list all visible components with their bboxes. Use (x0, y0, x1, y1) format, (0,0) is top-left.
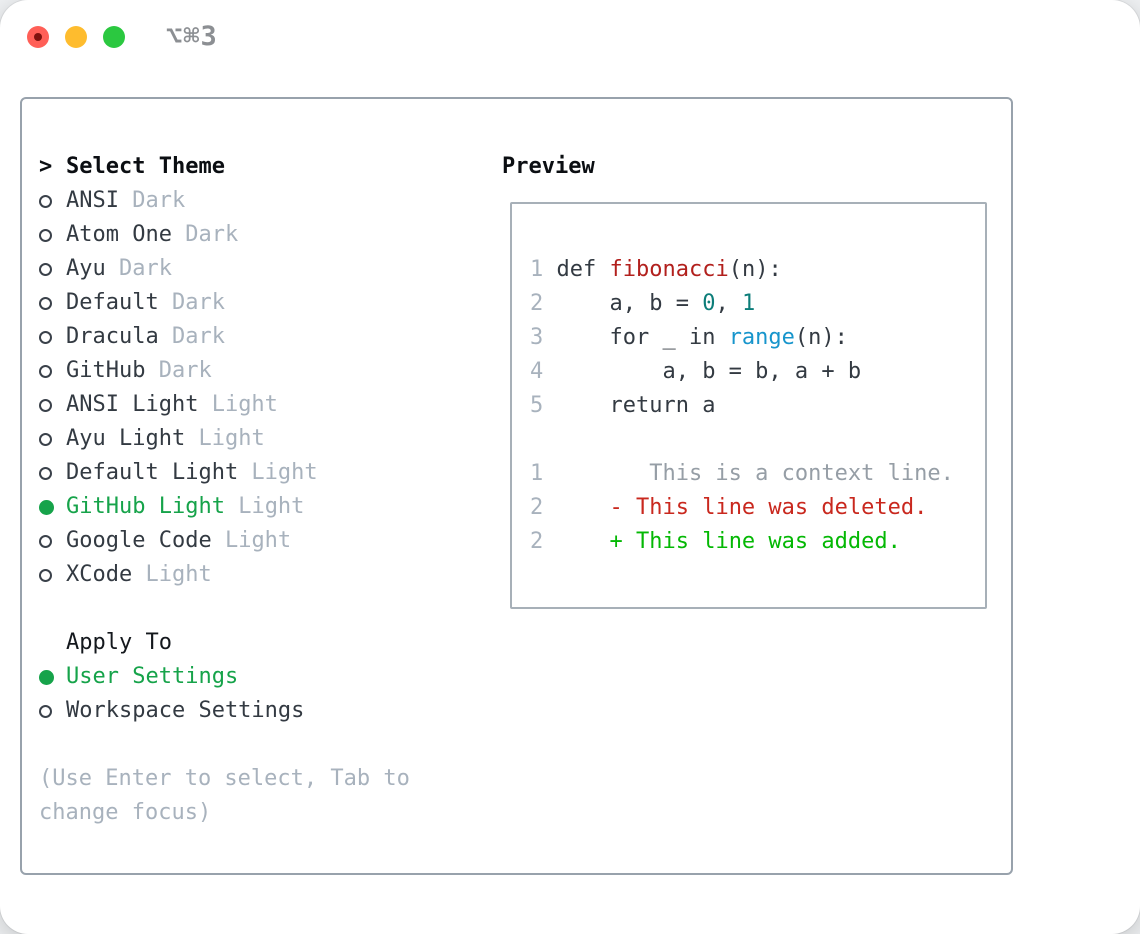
theme-option-atom-one[interactable]: Atom One Dark (39, 218, 479, 252)
option-label: Google Code (66, 528, 212, 553)
radio-icon (39, 704, 66, 718)
radio-icon (39, 466, 66, 480)
option-label: Ayu (66, 256, 106, 281)
code-line: 4 a, b = b, a + b (530, 359, 862, 384)
theme-option-ayu[interactable]: Ayu Dark (39, 252, 479, 286)
option-variant: Dark (158, 290, 225, 315)
radio-icon (39, 669, 66, 685)
code-line: 2 + This line was added. (530, 529, 901, 554)
close-modified-dot-icon (34, 33, 42, 41)
option-label: GitHub (66, 358, 146, 383)
theme-picker-panel: > Select Theme ANSI Dark Atom One Dark A… (20, 97, 1013, 875)
preview-box: 1 def fibonacci(n): 2 a, b = 0, 1 3 for _ … (510, 202, 987, 609)
option-variant: Light (211, 528, 292, 553)
option-label: ANSI (66, 188, 119, 213)
radio-icon (39, 432, 66, 446)
radio-icon (39, 194, 66, 208)
apply-to-title: Apply To (66, 630, 172, 655)
option-variant: Dark (171, 222, 239, 247)
theme-option-dracula[interactable]: Dracula Dark (39, 320, 479, 354)
spacer (39, 728, 479, 762)
code-line (530, 423, 954, 457)
window-title: ⌥⌘3 (166, 21, 218, 52)
theme-option-xcode[interactable]: XCode Light (39, 558, 479, 592)
caret-icon: > (39, 154, 53, 179)
theme-option-google-code[interactable]: Google Code Light (39, 524, 479, 558)
option-variant: Light (238, 460, 318, 485)
option-label: ANSI Light (66, 392, 199, 417)
zoom-button[interactable] (103, 26, 125, 48)
preview-title: Preview (502, 154, 595, 179)
code-line: 3 for _ in range(n): (530, 325, 848, 350)
radio-icon (39, 330, 66, 344)
option-label: User Settings (66, 664, 239, 689)
code-line: 1 This is a context line. (530, 461, 954, 486)
option-label: Dracula (66, 324, 159, 349)
radio-icon (39, 364, 66, 378)
option-variant: Light (224, 494, 305, 519)
radio-icon (39, 499, 66, 515)
spacer (39, 592, 479, 626)
radio-icon (39, 228, 66, 242)
theme-option-github-light[interactable]: GitHub Light Light (39, 490, 479, 524)
option-variant: Dark (118, 188, 186, 213)
theme-list-column: > Select Theme ANSI Dark Atom One Dark A… (39, 150, 479, 830)
apply-option-user-settings[interactable]: User Settings (39, 660, 479, 694)
option-variant: Light (132, 562, 212, 587)
code-line: 2 a, b = 0, 1 (530, 291, 756, 316)
code-line: 5 return a (530, 393, 716, 418)
select-theme-title: Select Theme (66, 154, 225, 179)
option-label: Default Light (66, 460, 239, 485)
option-label: XCode (66, 562, 133, 587)
option-label: Atom One (66, 222, 172, 247)
theme-option-ansi[interactable]: ANSI Dark (39, 184, 479, 218)
minimize-button[interactable] (65, 26, 87, 48)
select-theme-header: > Select Theme (39, 150, 479, 184)
code-line: 2 - This line was deleted. (530, 495, 928, 520)
theme-list: ANSI Dark Atom One Dark Ayu Dark Default… (39, 184, 479, 592)
option-variant: Dark (158, 324, 225, 349)
preview-code: 1 def fibonacci(n): 2 a, b = 0, 1 3 for _ … (530, 253, 954, 559)
apply-to-header: Apply To (39, 626, 479, 660)
keyboard-hint: (Use Enter to select, Tab to change focu… (39, 766, 410, 825)
theme-option-ansi-light[interactable]: ANSI Light Light (39, 388, 479, 422)
option-label: Default (66, 290, 159, 315)
radio-icon (39, 568, 66, 582)
option-variant: Dark (105, 256, 172, 281)
radio-icon (39, 534, 66, 548)
radio-icon (39, 262, 66, 276)
option-variant: Dark (145, 358, 212, 383)
option-variant: Light (185, 426, 265, 451)
close-button[interactable] (27, 26, 49, 48)
radio-icon (39, 398, 66, 412)
code-line: 1 def fibonacci(n): (530, 257, 782, 282)
option-variant: Light (198, 392, 278, 417)
theme-option-default[interactable]: Default Dark (39, 286, 479, 320)
apply-option-workspace-settings[interactable]: Workspace Settings (39, 694, 479, 728)
radio-icon (39, 296, 66, 310)
theme-option-github[interactable]: GitHub Dark (39, 354, 479, 388)
theme-option-default-light[interactable]: Default Light Light (39, 456, 479, 490)
option-label: GitHub Light (66, 494, 225, 519)
theme-option-ayu-light[interactable]: Ayu Light Light (39, 422, 479, 456)
titlebar: ⌥⌘3 (0, 0, 1140, 97)
option-label: Ayu Light (66, 426, 186, 451)
apply-to-list: User Settings Workspace Settings (39, 660, 479, 728)
option-label: Workspace Settings (66, 698, 305, 723)
